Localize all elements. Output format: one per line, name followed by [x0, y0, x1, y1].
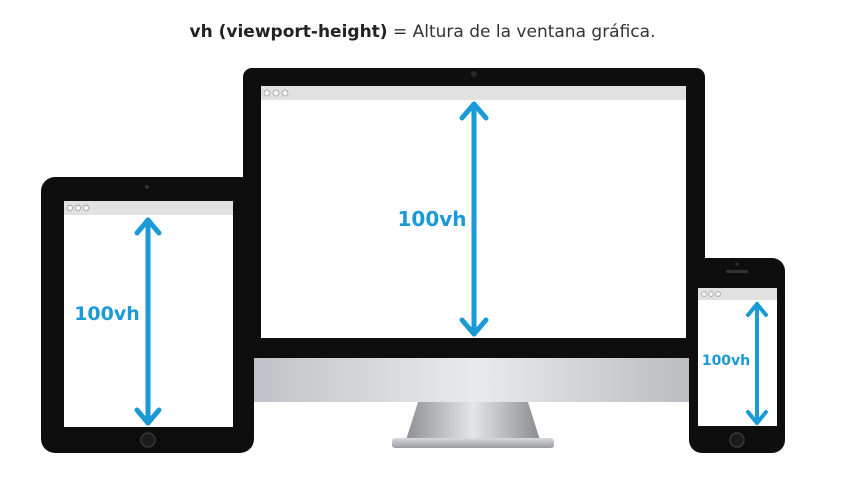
monitor-stand: [406, 402, 540, 440]
caption-definition: = Altura de la ventana gráfica.: [387, 22, 656, 42]
phone-speaker: [726, 270, 748, 273]
tablet: 100vh: [41, 177, 254, 453]
caption: vh (viewport-height) = Altura de la vent…: [0, 22, 845, 42]
phone-height-arrow: [746, 302, 768, 425]
monitor-chin: [254, 358, 694, 402]
phone-browser-bar: [698, 288, 777, 300]
tablet-100vh-label: 100vh: [74, 303, 140, 325]
tablet-window-buttons: [66, 204, 90, 212]
tablet-home-button: [140, 432, 156, 448]
tablet-height-arrow: [134, 217, 162, 426]
tablet-camera: [144, 184, 150, 190]
monitor-camera: [471, 71, 477, 77]
phone-window-buttons: [701, 291, 721, 297]
smartphone: 100vh: [689, 258, 785, 453]
monitor-height-arrow: [459, 101, 489, 337]
monitor-100vh-label: 100vh: [397, 207, 466, 231]
phone-camera: [735, 262, 739, 266]
tablet-browser-bar: [64, 201, 233, 215]
monitor-base: [392, 438, 554, 448]
phone-home-button: [729, 432, 745, 448]
monitor-window-buttons: [263, 89, 289, 97]
caption-term: vh (viewport-height): [189, 22, 388, 42]
desktop-monitor: 100vh: [243, 68, 705, 448]
phone-100vh-label: 100vh: [702, 353, 750, 369]
monitor-browser-bar: [261, 86, 686, 100]
